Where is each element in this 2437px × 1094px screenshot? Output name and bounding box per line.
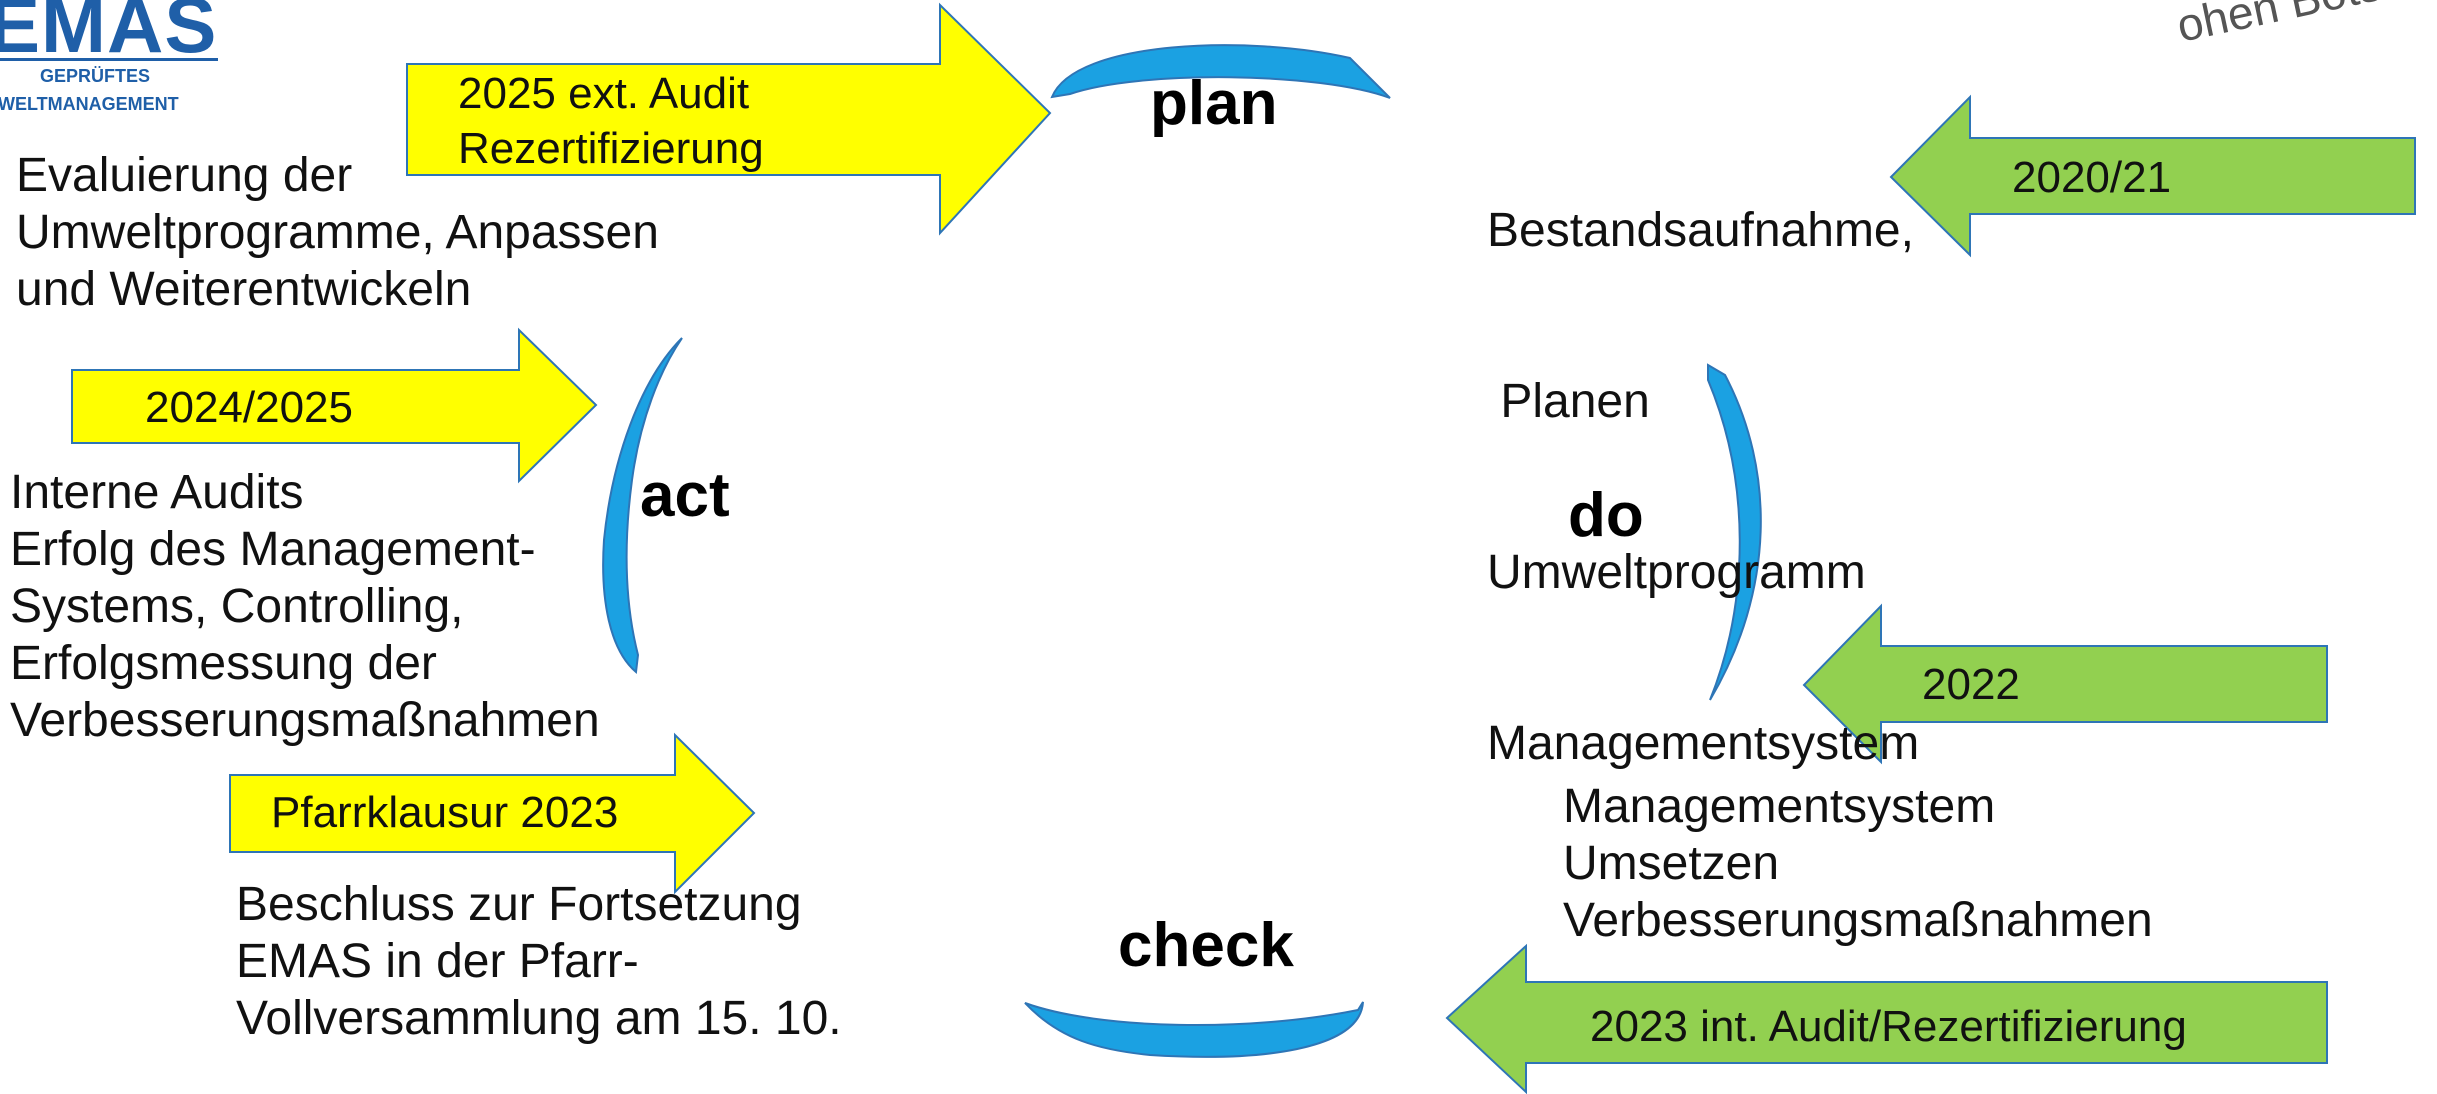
text-audits-line3: Systems, Controlling, (10, 580, 464, 633)
text-bestandsaufnahme: Bestandsaufnahme, Planen Umweltprogramm … (1487, 88, 1919, 829)
logo-rule (0, 58, 218, 61)
arrow-2024-2025 (71, 327, 598, 484)
text-bestand-line4: Managementsystem (1487, 717, 1920, 770)
text-management-line3: Verbesserungsmaßnahmen (1563, 894, 2153, 947)
cycle-label-plan: plan (1150, 69, 1278, 138)
text-beschluss-line3: Vollversammlung am 15. 10. (236, 992, 842, 1045)
text-managementsystem: Managementsystem Umsetzen Verbesserungsm… (1563, 778, 2153, 949)
arrow-2025-audit (406, 2, 1052, 236)
text-bestand-line2: Planen (1487, 375, 1650, 428)
text-audits-line2: Erfolg des Management- (10, 523, 536, 576)
arrow-2020-21 (1889, 94, 2416, 258)
text-audits-line1: Interne Audits (10, 466, 304, 519)
text-beschluss-line1: Beschluss zur Fortsetzung (236, 878, 802, 931)
arrow-2023-audit (1445, 943, 2328, 1094)
arrow-label-2025-audit-line2: Rezertifizierung (458, 124, 764, 173)
text-interne-audits: Interne Audits Erfolg des Management- Sy… (10, 464, 600, 749)
arrow-label-2020-21: 2020/21 (2012, 153, 2172, 202)
arrow-2022 (1802, 603, 2328, 765)
text-beschluss-line2: EMAS in der Pfarr- (236, 935, 639, 988)
cycle-label-do: do (1568, 481, 1644, 550)
arrow-label-2022: 2022 (1922, 660, 2020, 709)
text-management-line2: Umsetzen (1563, 837, 1780, 890)
arrow-pfarrklausur (229, 732, 756, 895)
arrow-label-2023-audit: 2023 int. Audit/Rezertifizierung (1590, 1002, 2187, 1051)
logo-title: EMAS (0, 0, 218, 69)
logo-line1: GEPRÜFTES (40, 66, 151, 86)
text-evaluierung-line3: und Weiterentwickeln (16, 263, 472, 316)
cycle-arrow-do (1707, 363, 1762, 701)
arrow-label-2025-audit: 2025 ext. Audit Rezertifizierung (458, 66, 764, 176)
text-evaluierung-line1: Evaluierung der (16, 149, 353, 202)
text-bestand-line1: Bestandsaufnahme, (1487, 204, 1914, 257)
cycle-arrow-act (602, 337, 683, 674)
text-bestand-line3: Umweltprogramm (1487, 546, 1866, 599)
cycle-arrow-check (1024, 1001, 1364, 1058)
text-audits-line5: Verbesserungsmaßnahmen (10, 694, 600, 747)
text-audits-line4: Erfolgsmessung der (10, 637, 437, 690)
cycle-label-act: act (640, 461, 730, 530)
text-evaluierung-line2: Umweltprogramme, Anpassen (16, 206, 659, 259)
logo-line2: WELTMANAGEMENT (0, 94, 179, 114)
arrow-label-2025-audit-line1: 2025 ext. Audit (458, 69, 750, 118)
arrow-label-2024-2025: 2024/2025 (145, 383, 353, 432)
cycle-arrow-plan (1050, 44, 1391, 99)
arrow-label-pfarrklausur: Pfarrklausur 2023 (271, 788, 619, 837)
cycle-label-check: check (1118, 911, 1294, 980)
text-management-line1: Managementsystem (1563, 780, 1996, 833)
text-evaluierung: Evaluierung der Umweltprogramme, Anpasse… (16, 147, 659, 318)
text-beschluss: Beschluss zur Fortsetzung EMAS in der Pf… (236, 876, 842, 1047)
